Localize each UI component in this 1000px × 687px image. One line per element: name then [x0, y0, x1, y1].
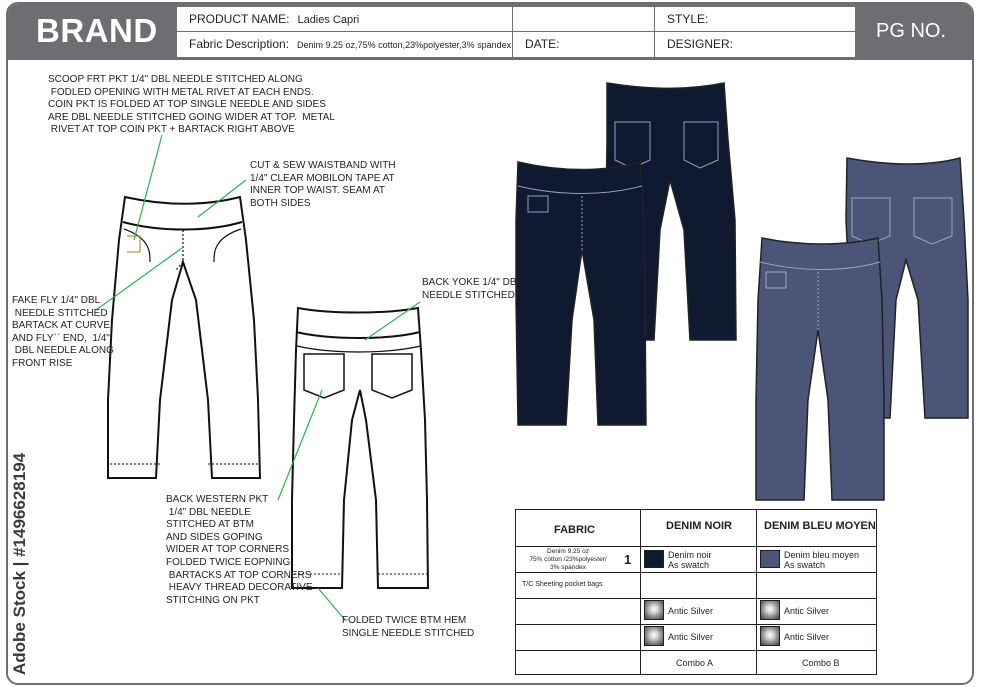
- fabric-combo-table: FABRIC DENIM NOIR DENIM BLEU MOYEN Denim…: [515, 509, 877, 675]
- waistband-note: CUT & SEW WAISTBAND WITH 1/4" CLEAR MOBI…: [250, 160, 396, 209]
- trim-label-bleu-2: Antic Silver: [784, 632, 830, 642]
- date-label: DATE:: [525, 37, 560, 51]
- denim-noir-column-header: DENIM NOIR: [666, 520, 732, 532]
- scoop-pocket-note: SCOOP FRT PKT 1/4" DBL NEEDLE STITCHED A…: [48, 74, 335, 136]
- button-silver-swatch-icon: [760, 626, 780, 646]
- fabric-description-cell: Fabric Description: Denim 9.25 oz,75% cot…: [177, 32, 513, 57]
- denim-noir-swatch-label: Denim noir As swatch: [668, 550, 712, 570]
- table-divider: [516, 572, 876, 573]
- brand-logo: BRAND: [36, 12, 158, 49]
- header-bar: BRAND PG NO. PRODUCT NAME: Ladies Capri S…: [8, 4, 972, 60]
- trim-label-noir-2: Antic Silver: [668, 632, 714, 642]
- table-divider: [516, 598, 876, 599]
- denim-bleu-swatch: [760, 550, 780, 568]
- fabric-spec-cell: Denim 9.25 oz 75% cotton /23%polyester/ …: [529, 548, 607, 571]
- denim-bleu-column-header: DENIM BLEU MOYEN: [764, 520, 876, 532]
- button-silver-swatch-icon: [644, 626, 664, 646]
- table-divider: [640, 510, 641, 674]
- denim-noir-swatch: [644, 550, 664, 568]
- fabric-column-header: FABRIC: [554, 524, 595, 536]
- hem-note: FOLDED TWICE BTM HEM SINGLE NEEDLE STITC…: [342, 615, 475, 639]
- stock-watermark: Adobe Stock | #1496628194: [10, 440, 34, 680]
- denim-bleu-swatch-label: Denim bleu moyen As swatch: [784, 550, 860, 570]
- callout-leader-lines: [95, 134, 421, 621]
- trim-label-noir-1: Antic Silver: [668, 606, 714, 616]
- fake-fly-note: FAKE FLY 1/4" DBL NEEDLE STITCHED BARTAC…: [12, 295, 114, 369]
- product-name-label: PRODUCT NAME:: [189, 12, 290, 26]
- back-yoke-note: BACK YOKE 1/4" DBL NEEDLE STITCHED: [422, 277, 523, 301]
- designer-cell: DESIGNER:: [655, 32, 855, 57]
- blank-cell: [513, 7, 655, 32]
- style-cell: STYLE:: [655, 7, 855, 32]
- designer-label: DESIGNER:: [667, 37, 734, 51]
- front-view-flat: [107, 195, 262, 479]
- denim-noir-front-flat: [515, 161, 647, 426]
- back-pocket-note: BACK WESTERN PKT 1/4" DBL NEEDLE STITCHE…: [166, 494, 313, 606]
- pocket-bag-fabric: T/C Sheeting pocket bags: [522, 581, 603, 588]
- table-divider: [516, 624, 876, 625]
- style-label: STYLE:: [667, 12, 709, 26]
- combo-b-label: Combo B: [802, 658, 840, 668]
- header-info-grid: PRODUCT NAME: Ladies Capri STYLE: Fabric …: [176, 6, 856, 58]
- trim-label-bleu-1: Antic Silver: [784, 606, 830, 616]
- combo-a-label: Combo A: [676, 658, 714, 668]
- rivet-silver-swatch-icon: [644, 600, 664, 620]
- denim-bleu-front-flat: [755, 237, 885, 501]
- product-name-cell: PRODUCT NAME: Ladies Capri: [177, 7, 513, 32]
- row-number: 1: [624, 552, 632, 567]
- table-divider: [756, 510, 757, 674]
- page-number-label: PG NO.: [876, 20, 947, 42]
- table-divider: [516, 650, 876, 651]
- back-view-flat: [291, 306, 430, 589]
- product-name-value: Ladies Capri: [297, 14, 360, 26]
- date-cell: DATE:: [513, 32, 655, 57]
- fabric-description-label: Fabric Description:: [189, 37, 290, 51]
- fabric-description-value: Denim 9.25 oz,75% cotton,23%polyester,3%…: [297, 40, 512, 50]
- rivet-silver-swatch-icon: [760, 600, 780, 620]
- table-divider: [516, 546, 876, 547]
- watermark-text: Adobe Stock | #1496628194: [10, 452, 29, 675]
